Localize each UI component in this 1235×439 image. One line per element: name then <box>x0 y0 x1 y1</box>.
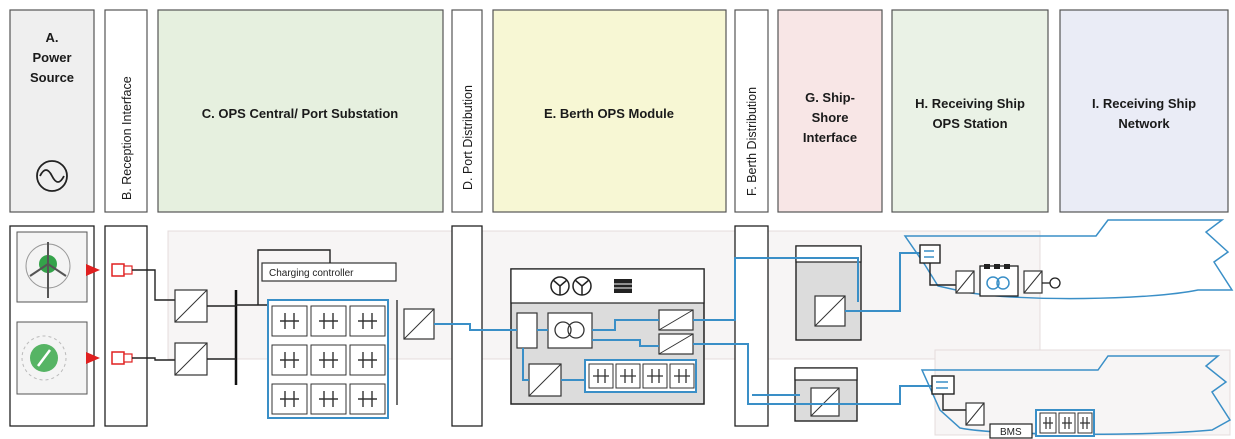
berth-module-top <box>510 268 705 304</box>
column-i-label-2: Network <box>1118 116 1170 131</box>
connector-icon <box>111 263 133 365</box>
column-h-header <box>891 9 1049 213</box>
column-c-label: C. OPS Central/ Port Substation <box>202 106 399 121</box>
battery-rack <box>267 299 389 419</box>
column-a-label-2: Power <box>32 50 71 65</box>
column-h-label-2: OPS Station <box>932 116 1007 131</box>
column-a-label-3: Source <box>30 70 74 85</box>
transformer-icon <box>516 312 593 349</box>
wind-turbine-icon <box>16 231 88 303</box>
column-i-header <box>1059 9 1229 213</box>
column-g-label-3: Interface <box>803 130 857 145</box>
header-row: A. Power Source B. Reception Interface C… <box>9 9 1229 213</box>
column-d-header <box>451 9 483 213</box>
solar-panel-icon <box>16 321 88 395</box>
column-f-label: F. Berth Distribution <box>745 87 759 196</box>
column-h-label-1: H. Receiving Ship <box>915 96 1025 111</box>
schematic: Charging controller <box>9 219 1234 439</box>
port-distribution-frame <box>451 225 483 427</box>
column-e-header <box>492 9 727 213</box>
dc-converter-icon <box>174 289 208 376</box>
motor-icon <box>1049 277 1061 289</box>
charging-controller-label: Charging controller <box>269 268 354 279</box>
ship1-wiring <box>929 263 956 286</box>
charging-controller-box <box>261 262 397 282</box>
ship2-plug-icon <box>931 375 955 395</box>
source-wiring <box>132 269 175 361</box>
ship2-ops-panel: BMS <box>965 402 1095 439</box>
sine-wave-icon <box>36 160 68 192</box>
column-a-label-1: A. <box>46 30 59 45</box>
shore-interface-unit-1 <box>795 245 862 341</box>
column-b-header <box>104 9 148 213</box>
bms-box <box>989 423 1033 439</box>
column-g-header <box>777 9 883 213</box>
shore-interface-unit-2 <box>794 367 858 422</box>
column-b-label: B. Reception Interface <box>120 76 134 200</box>
vent-icon <box>614 279 632 293</box>
berth-distribution-frame <box>734 225 769 427</box>
berth-battery-rack <box>584 359 697 393</box>
ship2-wiring <box>942 394 966 411</box>
column-c-header <box>157 9 444 213</box>
ship-plug-icon <box>919 244 941 264</box>
ship-hull-2 <box>920 355 1232 436</box>
inverter-icon <box>403 308 435 340</box>
battery-cells <box>271 305 386 415</box>
bms-label: BMS <box>1000 427 1022 438</box>
column-g-label-1: G. Ship- <box>805 90 855 105</box>
column-e-label: E. Berth OPS Module <box>544 106 674 121</box>
column-f-header <box>734 9 769 213</box>
converter-to-bus-wiring <box>207 305 236 360</box>
column-a-header <box>9 9 95 213</box>
column-g-label-2: Shore <box>812 110 849 125</box>
power-cables <box>434 252 932 405</box>
red-arrow-icon <box>86 264 100 364</box>
column-i-label-1: I. Receiving Ship <box>1092 96 1196 111</box>
fan-icon <box>550 276 592 296</box>
reception-interface-frame <box>104 225 148 427</box>
column-d-label: D. Port Distribution <box>461 85 475 190</box>
ship1-ops-panel <box>955 264 1061 297</box>
